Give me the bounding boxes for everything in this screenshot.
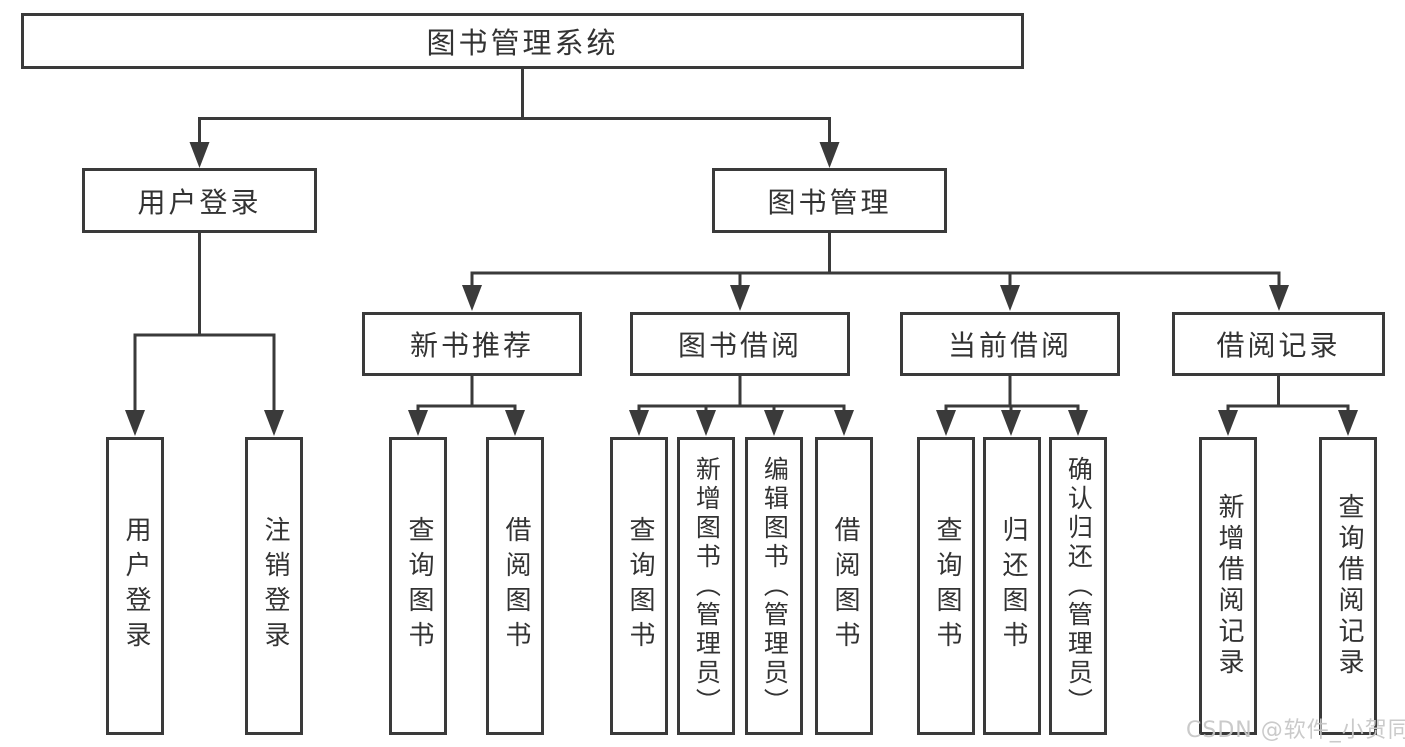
connector-borrow-children [629,374,854,436]
leaf-label: 借阅图书 [829,516,860,656]
node-library-management-system: 图书管理系统 [21,13,1024,69]
node-borrow-records: 借阅记录 [1172,312,1385,376]
node-current-borrow: 当前借阅 [900,312,1120,376]
node-book-borrow: 图书借阅 [630,312,850,376]
leaf-records-query: 查询借阅记录 [1319,437,1377,735]
node-user-login: 用户登录 [82,168,317,233]
leaf-label: 编辑图书（管理员） [760,455,790,717]
leaf-newbook-query: 查询图书 [389,437,447,735]
leaf-label: 查询图书 [931,516,962,656]
node-new-book-recommend: 新书推荐 [362,312,582,376]
leaf-label: 新增图书（管理员） [692,455,722,717]
leaf-label: 查询图书 [403,516,434,656]
leaf-label: 归还图书 [997,516,1028,656]
node-book-management: 图书管理 [712,168,947,233]
leaf-current-return: 归还图书 [983,437,1041,735]
leaf-borrow-edit-admin: 编辑图书（管理员） [745,437,803,735]
leaf-borrow-add-admin: 新增图书（管理员） [677,437,735,735]
connector-current-children [936,374,1088,436]
leaf-records-add: 新增借阅记录 [1199,437,1257,735]
leaf-borrow-borrow: 借阅图书 [815,437,873,735]
leaf-user-login: 用户登录 [106,437,164,735]
leaf-borrow-query: 查询图书 [610,437,668,735]
leaf-label: 用户登录 [120,516,151,656]
leaf-current-confirm-admin: 确认归还（管理员） [1049,437,1107,735]
connector-user-login-children [125,231,284,436]
leaf-label: 借阅图书 [500,516,531,656]
connector-book-management-children [462,231,1289,311]
leaf-label: 确认归还（管理员） [1064,455,1094,717]
csdn-watermark: CSDN @软件_小贺同学 [1186,718,1405,743]
leaf-label: 新增借阅记录 [1213,493,1244,679]
leaf-current-query: 查询图书 [917,437,975,735]
leaf-logout: 注销登录 [245,437,303,735]
leaf-label: 注销登录 [259,516,290,656]
connector-records-children [1218,374,1358,436]
connector-root-to-level2 [189,67,840,168]
leaf-label: 查询借阅记录 [1333,493,1364,679]
leaf-newbook-borrow: 借阅图书 [486,437,544,735]
leaf-label: 查询图书 [624,516,655,656]
connector-new-book-children [408,374,525,436]
